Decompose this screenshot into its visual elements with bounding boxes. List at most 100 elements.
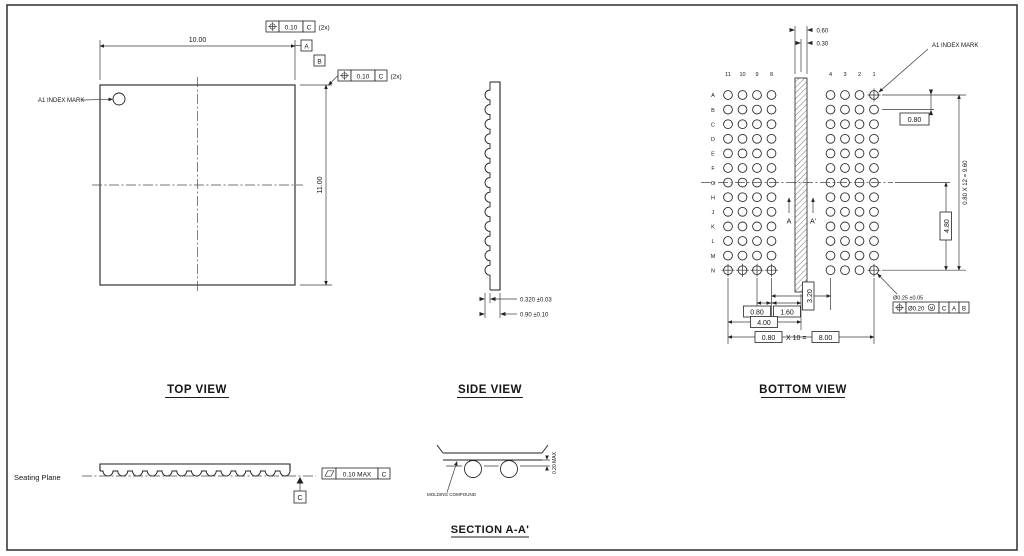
datum-flag-a: [300, 39, 313, 52]
datum-flag-c: [293, 490, 307, 504]
ball-F9: [752, 163, 762, 173]
ball-F1: [869, 163, 879, 173]
fcf-modifier: M: [930, 306, 934, 311]
arrowhead: [545, 466, 549, 471]
basic-dim-box: [754, 331, 783, 343]
fcf-datum-2: A: [952, 306, 956, 312]
row-label-A: A: [711, 93, 715, 99]
ball-crosshair-N1: [867, 263, 881, 277]
ball-B8: [766, 104, 777, 115]
ball-H8: [766, 192, 777, 203]
ball-crosshair-A1: [867, 88, 881, 102]
col-label-1: 1: [872, 72, 875, 78]
a1-index-mark-label: A1 INDEX MARK: [38, 98, 84, 104]
flatness-symbol-icon: [324, 470, 335, 477]
ball-C8: [766, 119, 777, 130]
section-view-label: SECTION A-A': [451, 524, 530, 536]
fcf-cell: [321, 467, 337, 480]
seating-plane-view: Seating Plane 0.10 MAX C C: [14, 463, 391, 504]
ext-lines: [484, 293, 501, 318]
ball-C2: [854, 119, 865, 130]
ball-C1: [869, 119, 879, 130]
basic-dim-box: [750, 316, 778, 328]
col-label-4: 4: [829, 72, 832, 78]
datum-c-text: C: [297, 495, 302, 502]
ball-A3: [840, 90, 850, 100]
ball-J2: [854, 206, 865, 217]
ball-H4: [825, 192, 836, 203]
molding-compound-label: MOLDING COMPOUND: [427, 492, 477, 497]
row-label-J: J: [712, 210, 715, 216]
section-ball: [464, 460, 482, 478]
ball-H11: [723, 192, 733, 203]
datum-b-text: B: [317, 58, 321, 65]
basic-dim-box: [899, 112, 930, 126]
substrate-lines: [443, 452, 542, 461]
col-label-3: 3: [843, 72, 846, 78]
ball-E10: [737, 148, 748, 159]
ball-crosshair-N8: [765, 263, 778, 277]
ball-A9: [752, 90, 762, 100]
section-view: 0.20 MAX MOLDING COMPOUND SECTION A-A': [427, 444, 558, 538]
ball-L1: [869, 236, 879, 246]
position-symbol-icon: [340, 71, 349, 80]
row-label-D: D: [711, 137, 715, 143]
ball-J8: [766, 206, 777, 217]
ball-dim-text: 0.320 ±0.03: [520, 298, 552, 304]
hatch-width-dim-text: 0.60: [817, 29, 829, 35]
ball-M11: [723, 250, 733, 261]
arrowhead: [807, 28, 813, 32]
ball-B11: [723, 104, 733, 115]
ball-scallop-profile: [100, 470, 291, 477]
col-span-total-text: 8.00: [819, 335, 833, 342]
ball-E2: [854, 148, 865, 159]
row-label-E: E: [711, 152, 715, 158]
arrowhead: [545, 455, 549, 460]
col-label-9: 9: [755, 72, 758, 78]
ball-N4: [825, 265, 836, 276]
ball-E11: [723, 148, 733, 159]
seating-plane-label: Seating Plane: [14, 473, 61, 482]
ball-K8: [766, 221, 777, 232]
ball-J1: [869, 206, 879, 217]
ball-E3: [840, 148, 850, 159]
ball-M9: [752, 250, 762, 261]
ball-M8: [766, 250, 777, 261]
ball-J4: [825, 206, 836, 217]
arrowhead: [807, 41, 813, 45]
ball-crosshair-N9: [750, 263, 764, 277]
arrowhead: [929, 89, 933, 95]
height-dim-text: 11.00: [317, 176, 324, 193]
basic-dim-box: [802, 281, 815, 311]
section-label-a-prime: A': [810, 219, 816, 226]
ball-A11: [723, 90, 733, 100]
mold-edge-ticks: [436, 444, 549, 454]
fcf-datum: C: [382, 471, 387, 478]
a1-leader-line: [81, 97, 113, 102]
ball-K11: [723, 221, 733, 232]
a1-leader-line: [878, 48, 929, 93]
ball-H3: [840, 192, 850, 203]
col-label-10: 10: [739, 72, 745, 78]
row-label-M: M: [711, 254, 716, 260]
ball-note-leader: [877, 273, 898, 295]
ball-A2: [854, 90, 865, 100]
inner-span-dim-text: 3.20: [807, 289, 814, 303]
ball-M1: [869, 250, 879, 261]
ball-F4: [825, 163, 836, 173]
col-label-2: 2: [858, 72, 861, 78]
ball-H1: [869, 192, 879, 203]
row-half-span-dim-text: 4.80: [944, 219, 951, 233]
ball-K3: [840, 221, 850, 232]
top-view: A1 INDEX MARK 10.00 11.00 0.10 C (2x) A …: [38, 20, 402, 398]
top-view-label: TOP VIEW: [167, 384, 227, 396]
ball-L3: [840, 236, 850, 246]
center-offset-dim-text: 4.00: [757, 320, 771, 327]
basic-dim-box: [811, 331, 840, 343]
datum-c-triangle: [296, 477, 304, 484]
ball-F2: [854, 163, 865, 173]
ball-K4: [825, 221, 836, 232]
ball-scallop-profile: [484, 82, 491, 290]
